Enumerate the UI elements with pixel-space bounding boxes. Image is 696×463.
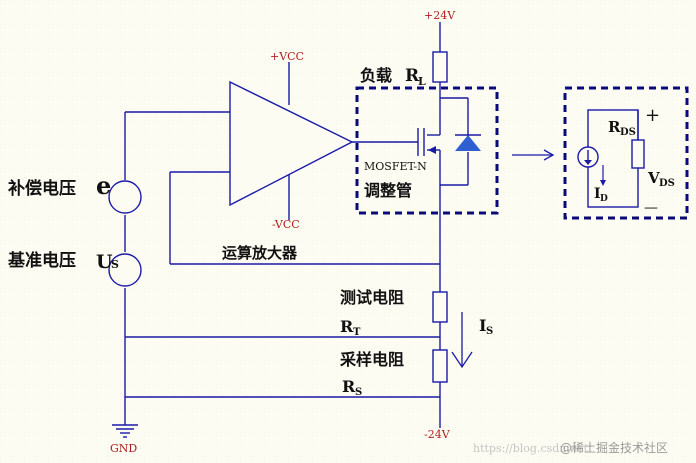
rds-subscript: DS [620,127,636,138]
load-symbol: R [405,66,420,86]
load-label: 负载 [360,66,392,85]
comp-label: 补偿电压 [7,178,76,199]
ref-subscript: S [111,258,119,271]
comp-symbol: e [96,171,111,200]
equivalent-arrow [543,149,555,161]
vds-symbol: V [647,169,660,187]
supply-bottom: -24V [424,428,451,441]
opamp-label: 运算放大器 [222,244,298,262]
compensation-source [108,180,142,214]
rt-symbol: R [340,317,354,336]
test-res-label: 测试电阻 [340,288,404,307]
is-subscript: S [486,326,493,337]
rt-subscript: T [353,327,361,338]
load-subscript: L [418,75,426,88]
id-symbol: I [594,186,601,202]
mosfet-role: 调整管 [364,181,412,200]
reference-source [108,253,142,287]
rs-symbol: R [342,377,356,396]
rds-resistor [631,139,645,169]
opamp-vcc-pos: +VCC [270,50,304,63]
sample-res-label: 采样电阻 [339,350,404,369]
body-diode [455,135,481,151]
is-symbol: I [479,316,486,335]
gnd-label: GND [110,442,137,455]
ref-label: 基准电压 [7,250,76,271]
mosfet-label: MOSFET-N [364,160,427,173]
rds-symbol: R [608,118,621,136]
plus-sign: + [645,105,660,126]
is-arrow [451,351,473,369]
ground-icon [112,424,138,438]
equivalent-box [563,86,689,220]
sample-resistor [432,349,448,383]
load-resistor [432,51,448,83]
wires [124,22,469,428]
id-subscript: D [600,194,608,204]
watermark-brand: @稀土掘金技术社区 [560,440,668,455]
vds-subscript: DS [659,178,675,189]
ref-symbol: U [96,251,113,273]
opamp-symbol [229,80,354,207]
opamp-vcc-neg: -VCC [272,218,300,231]
watermark-url: https://blog.csdn.net [473,442,588,455]
rs-subscript: S [355,387,362,398]
test-resistor [432,291,448,323]
minus-sign: — [644,200,658,216]
supply-top: +24V [424,9,456,22]
mosfet-arrow [428,146,436,154]
